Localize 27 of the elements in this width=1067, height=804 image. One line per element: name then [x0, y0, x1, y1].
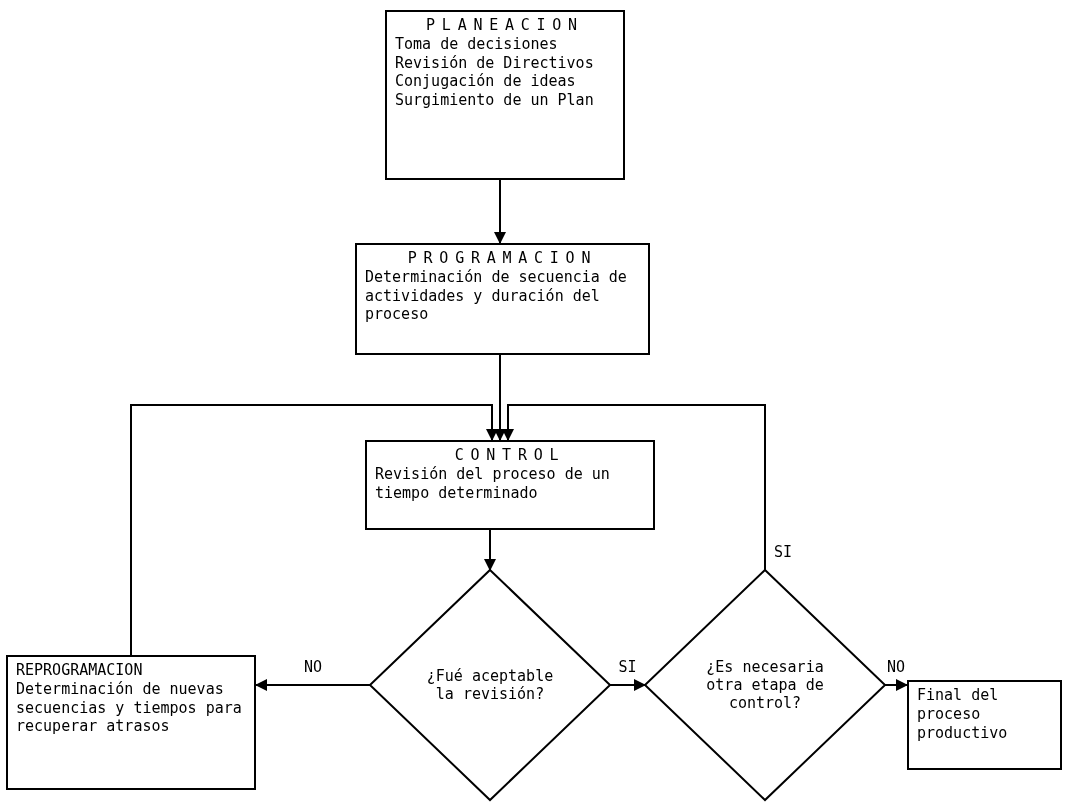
box-heading: PROGRAMACION: [406, 249, 599, 268]
arrow: [609, 679, 646, 691]
box-text: Toma de decisiones: [395, 34, 559, 54]
process-box: [385, 10, 625, 180]
box-text: Final del proceso productivo: [917, 686, 1009, 743]
box-heading: PLANEACION: [425, 16, 585, 35]
arrow: [502, 404, 766, 571]
decision-diamond: [643, 568, 887, 802]
arrow: [484, 529, 496, 571]
box-text: Determinación de secuencia de actividades y duración del proceso: [365, 267, 628, 324]
box-heading: REPROGRAMACION: [16, 661, 144, 680]
box-text: Revisión del proceso de un tiempo determinado: [375, 464, 611, 503]
box-text: Surgimiento de un Plan: [395, 91, 595, 110]
box-heading: CONTROL: [453, 446, 567, 465]
box-text: Determinación de nuevas secuencias y tiempos para recuperar atrasos: [16, 679, 243, 736]
box-text: Conjugación de ideas: [395, 72, 577, 91]
process-box: [907, 680, 1062, 770]
process-box: [355, 243, 650, 355]
arrow: [494, 179, 506, 244]
arrow: [255, 679, 371, 691]
arrow: [884, 679, 908, 691]
arrow: [130, 404, 498, 656]
box-text: Revisión de Directivos: [395, 53, 595, 73]
process-box: [365, 440, 655, 530]
decision-diamond: [368, 568, 612, 802]
arrow: [494, 354, 506, 441]
process-box: [6, 655, 256, 790]
